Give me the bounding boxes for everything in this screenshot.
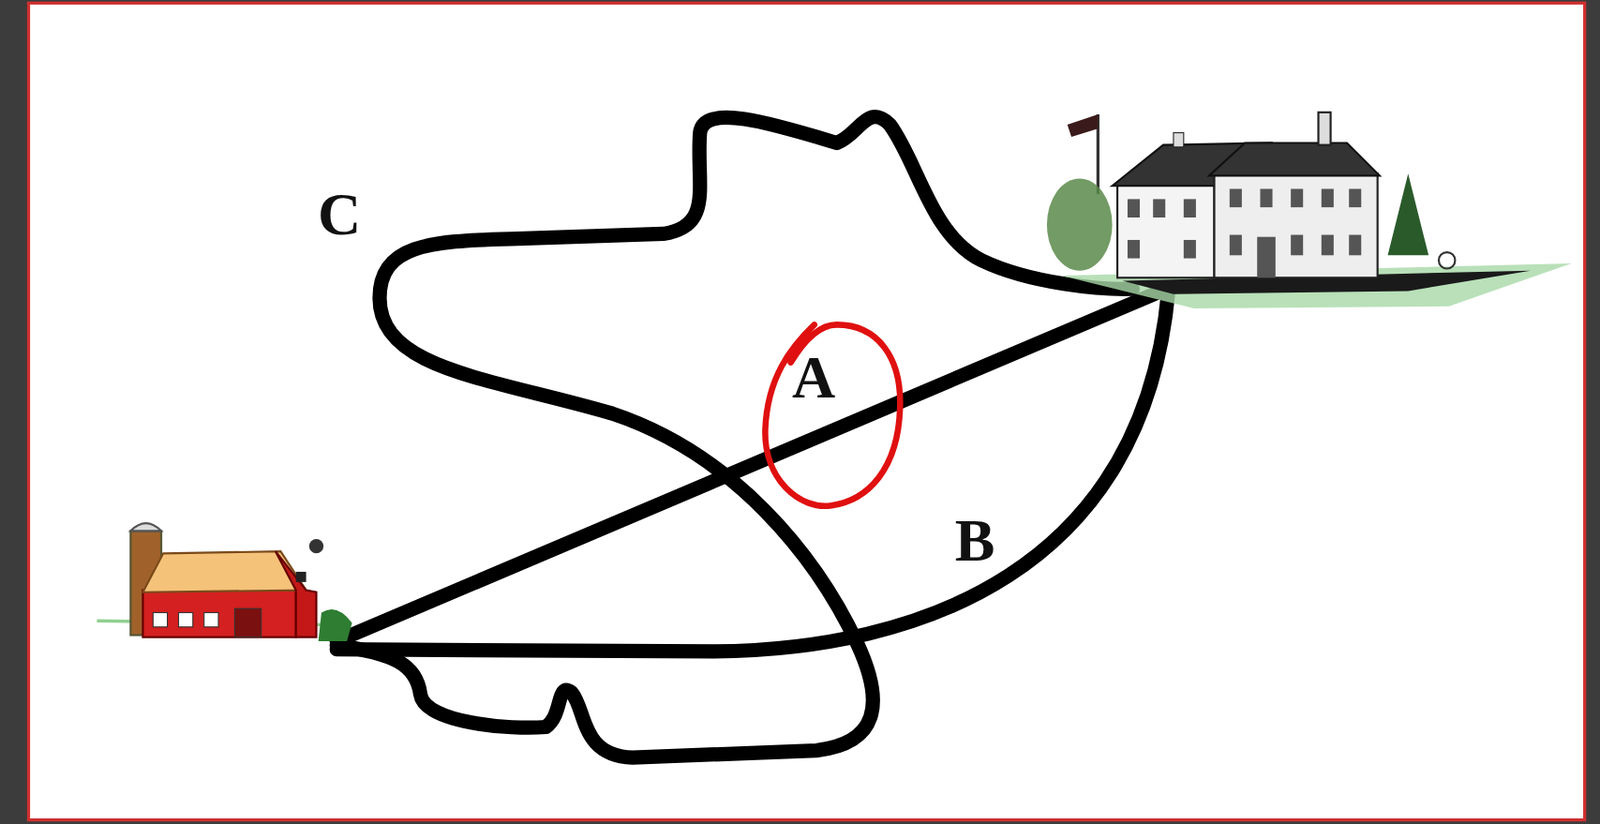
path-c — [336, 117, 1133, 759]
barn-picture — [96, 523, 352, 642]
route-letter: C — [317, 184, 361, 245]
path-a — [336, 287, 1168, 642]
route-letter: A — [792, 347, 836, 408]
path-b — [336, 290, 1168, 651]
frame — [28, 2, 1585, 820]
route-letter: B — [955, 510, 996, 571]
house-picture — [1046, 112, 1572, 309]
highlight-circle — [764, 324, 900, 506]
